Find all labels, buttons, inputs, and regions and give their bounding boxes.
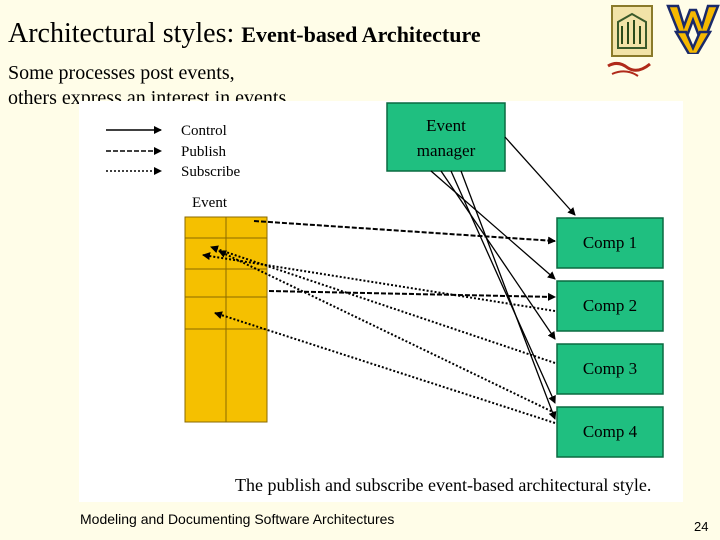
slide-title: Architectural styles: Event-based Archit… [8, 18, 481, 50]
component-label-2: Comp 2 [583, 296, 637, 315]
title-subtitle: Event-based Architecture [241, 22, 481, 47]
page-number: 24 [694, 519, 709, 534]
subscribe-arrows [202, 245, 556, 424]
publish-arrows [253, 220, 556, 301]
component-box-3 [556, 343, 664, 395]
legend-subscribe-label: Subscribe [181, 164, 241, 180]
wv-logo [666, 4, 720, 54]
component-box-4 [556, 406, 664, 458]
component-box-1 [556, 217, 664, 269]
event-manager-label-line1: Event [426, 116, 466, 135]
control-arrows [430, 136, 576, 420]
component-box-2 [556, 280, 664, 332]
university-logo [607, 5, 653, 77]
event-manager-box [386, 102, 506, 172]
title-main: Architectural styles: [8, 18, 235, 49]
component-label-3: Comp 3 [583, 359, 637, 378]
event-architecture-diagram: Control Publish Subscribe Event Event ma… [106, 102, 664, 495]
diagram-panel: Control Publish Subscribe Event Event ma… [79, 101, 683, 502]
component-label-1: Comp 1 [583, 233, 637, 252]
bullet-line-1: Some processes post events, [8, 62, 235, 84]
diagram-caption: The publish and subscribe event-based ar… [235, 475, 651, 495]
event-manager-label-line2: manager [417, 141, 476, 160]
legend-control-label: Control [181, 123, 227, 139]
legend-publish-label: Publish [181, 144, 227, 160]
component-label-4: Comp 4 [583, 422, 638, 441]
event-label: Event [192, 195, 228, 211]
legend: Control Publish Subscribe [106, 123, 241, 180]
slide-footer: Modeling and Documenting Software Archit… [80, 511, 395, 527]
